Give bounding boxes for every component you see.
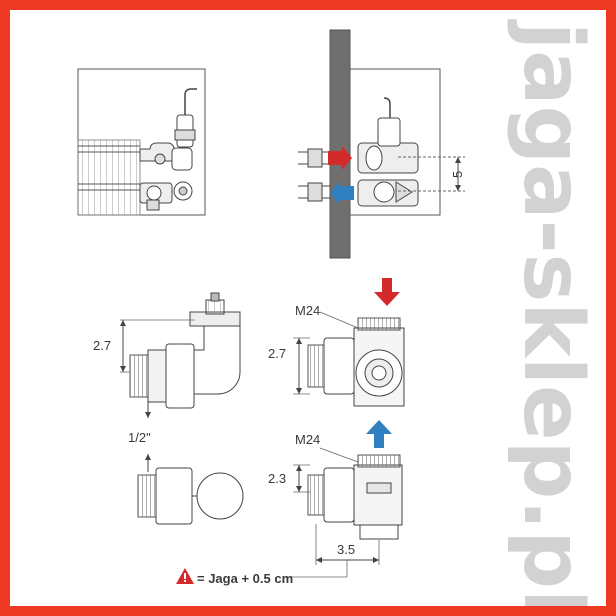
offset-dim-label: 5 [450,171,465,178]
bottom-height-label: 2.3 [268,471,286,486]
radiator-drawing [77,68,206,216]
supply-arrow-icon [328,146,352,170]
product-diagram: jaga-sklep.pl [10,10,606,606]
return-arrow-icon [366,420,392,448]
bottom-thread-label: M24 [295,432,320,447]
straight-valve-bottom-drawing [284,420,403,578]
warning-triangle-icon [176,568,194,584]
top-height-label: 2.7 [268,346,286,361]
warning-text: = Jaga + 0.5 cm [197,571,293,586]
watermark-text: jaga-sklep.pl [505,19,600,606]
top-thread-label: M24 [295,303,320,318]
wall-section-drawing [298,29,465,259]
elbow-thread-label: 1/2" [128,430,151,445]
straight-valve-top-drawing [293,278,405,407]
elbow-height-label: 2.7 [93,338,111,353]
elbow-valve-drawing [120,292,244,525]
return-arrow-icon [330,181,354,205]
diagram-svg: jaga-sklep.pl [77,19,600,606]
supply-arrow-icon [374,278,400,306]
bottom-width-label: 3.5 [337,542,355,557]
